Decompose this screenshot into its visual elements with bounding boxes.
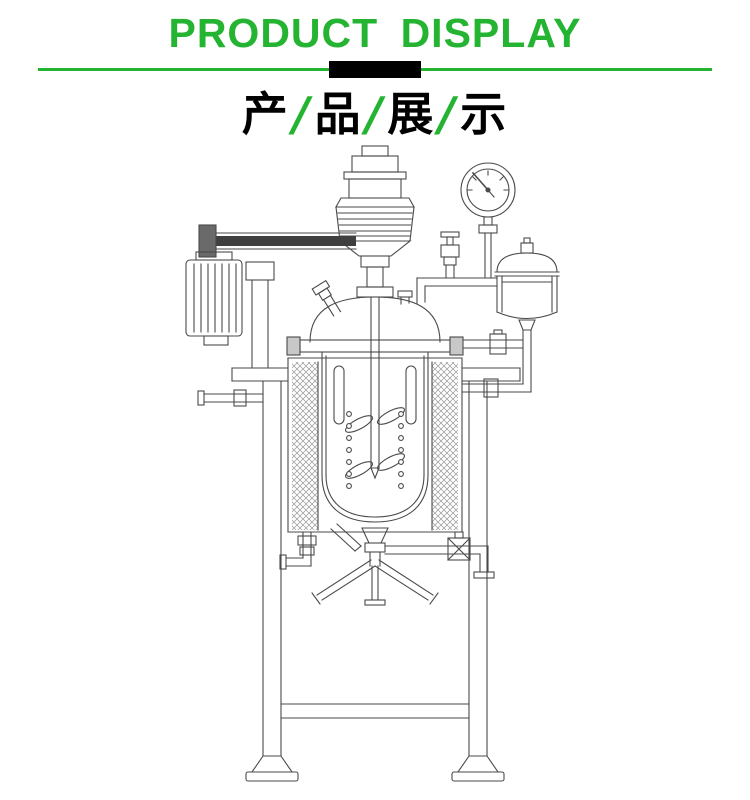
side-inlet-left xyxy=(197,389,264,407)
page-title-zh: 产/品/展/示 xyxy=(0,91,750,137)
needle-valve xyxy=(440,231,460,279)
slash-separator: / xyxy=(365,87,385,142)
jacket-drain-left xyxy=(279,523,362,570)
bottom-discharge xyxy=(311,527,439,606)
zh-char-2: 品 xyxy=(314,87,363,142)
zh-char-3: 展 xyxy=(387,87,436,142)
page-title-en: PRODUCT DISPLAY xyxy=(168,10,582,56)
overhead-piping xyxy=(416,277,498,304)
reactor-vessel xyxy=(321,351,429,523)
divider-row xyxy=(0,59,750,89)
slash-separator: / xyxy=(292,87,312,142)
stirrer-assembly xyxy=(344,296,406,480)
zh-char-1: 产 xyxy=(241,87,290,142)
heating-jacket xyxy=(287,357,463,533)
right-piping xyxy=(455,329,532,398)
vessel-dome-nozzles xyxy=(309,279,441,343)
slash-separator: / xyxy=(438,87,458,142)
zh-char-4: 示 xyxy=(460,87,509,142)
belt-drive xyxy=(198,224,357,258)
black-divider-block xyxy=(329,61,421,79)
support-stand xyxy=(245,380,505,782)
main-flange xyxy=(286,336,464,356)
internal-baffles xyxy=(333,365,417,489)
pressure-gauge xyxy=(460,162,516,279)
drain-right xyxy=(384,531,495,579)
side-drive-motor xyxy=(185,251,275,369)
support-plate xyxy=(231,367,521,382)
buffer-pot xyxy=(494,237,560,393)
section-header: PRODUCT DISPLAY 产/品/展/示 xyxy=(0,0,750,137)
agitator-motor xyxy=(335,145,415,298)
